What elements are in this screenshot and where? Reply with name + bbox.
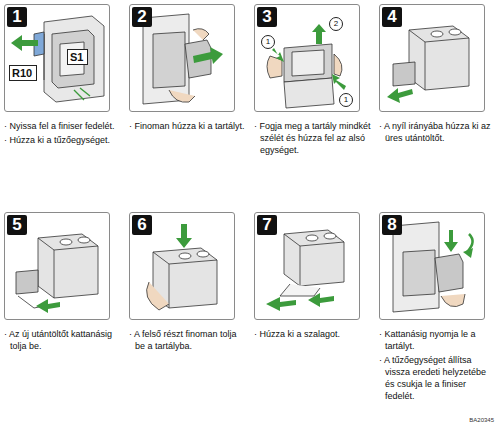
step-number: 1 — [7, 7, 27, 27]
step-caption: · Húzza ki a szalagot. — [254, 328, 372, 342]
instruction-text: · A nyíl irányába húzza ki az üres utánt… — [379, 120, 497, 144]
step-circle: 1 — [261, 35, 275, 49]
step-panel: 7 — [254, 212, 360, 320]
step-panel: 1S1R10 — [4, 4, 110, 112]
instruction-text: · Húzza ki a tűzőegységet. — [4, 134, 122, 146]
step-panel: 8 — [379, 212, 485, 320]
instruction-text: · Fogja meg a tartály mindkét szélét és … — [254, 120, 372, 156]
step-caption: · Nyissa fel a finiser fedelét. · Húzza k… — [4, 120, 122, 148]
step-panel: 3 1 2 1 — [254, 4, 360, 112]
step-number: 3 — [257, 7, 277, 27]
step-panel: 4 — [379, 4, 485, 112]
step-caption: · Fogja meg a tartály mindkét szélét és … — [254, 120, 372, 158]
instruction-text: · Az új utántöltőt kattanásig tolja be. — [4, 328, 122, 352]
step-circle: 1 — [339, 93, 353, 107]
step-panel: 6 — [129, 212, 235, 320]
callout-number: 1 — [344, 94, 348, 106]
callout-number: 2 — [334, 18, 338, 30]
callout-number: S1 — [70, 51, 83, 63]
step-caption: · Finoman húzza ki a tartályt. — [129, 120, 247, 134]
step-number: 4 — [382, 7, 402, 27]
figure-code: BA20345 — [469, 417, 494, 424]
instruction-text: · Finoman húzza ki a tartályt. — [129, 120, 247, 132]
step-caption: · Kattanásig nyomja le a tartályt.· A tű… — [379, 328, 497, 404]
step-number: 8 — [382, 215, 402, 235]
step-panel: 5 — [4, 212, 110, 320]
instruction-text: · A felső részt finoman tolja be a tartá… — [129, 328, 247, 352]
step-number: 6 — [132, 215, 152, 235]
instruction-text: · A tűzőegységet állítsa vissza eredeti … — [379, 354, 497, 402]
step-caption: · A nyíl irányába húzza ki az üres utánt… — [379, 120, 497, 146]
step-number: 7 — [257, 215, 277, 235]
step-circle: 2 — [329, 17, 343, 31]
step-caption: · Az új utántöltőt kattanásig tolja be. — [4, 328, 122, 354]
part-tag: S1 — [67, 49, 88, 65]
step-number: 2 — [132, 7, 152, 27]
instruction-text: · Húzza ki a szalagot. — [254, 328, 372, 340]
instruction-text: · Kattanásig nyomja le a tartályt. — [379, 328, 497, 352]
callout-number: 1 — [266, 36, 270, 48]
step-number: 5 — [7, 215, 27, 235]
part-tag: R10 — [9, 65, 37, 81]
instruction-text: · Nyissa fel a finiser fedelét. — [4, 120, 122, 132]
step-caption: · A felső részt finoman tolja be a tartá… — [129, 328, 247, 354]
step-panel: 2 — [129, 4, 235, 112]
callout-number: R10 — [12, 67, 32, 79]
